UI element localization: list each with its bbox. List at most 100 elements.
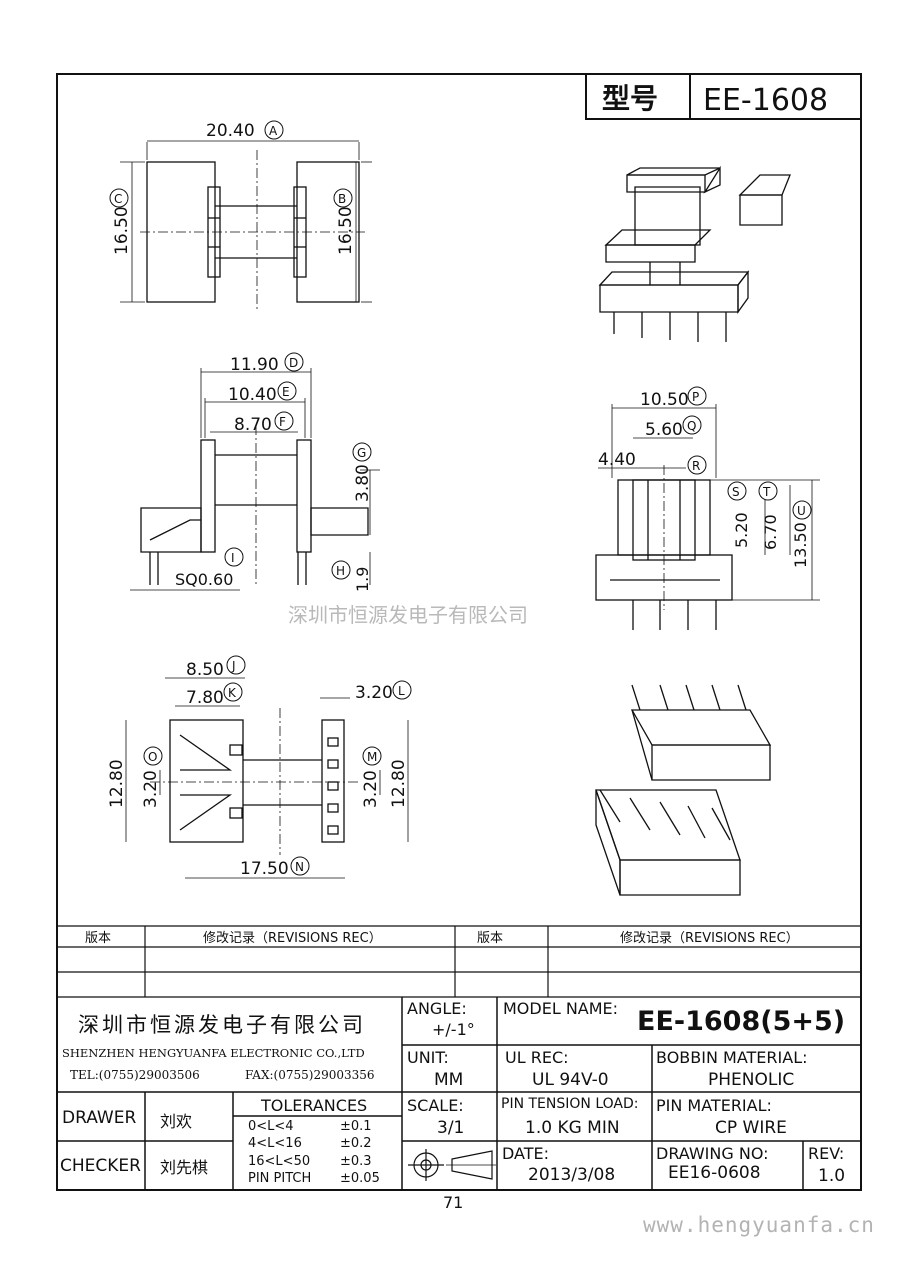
dim-h-marker <box>331 560 351 580</box>
dim-u-value: 13.50 <box>791 522 810 568</box>
tol-value-3: ±0.3 <box>340 1154 372 1169</box>
tolerances-label: TOLERANCES <box>261 1096 368 1115</box>
dim-a-marker <box>264 120 284 140</box>
date-label: DATE: <box>502 1144 550 1163</box>
dim-q-value: 5.60 <box>645 420 683 440</box>
bobbin-material-label: BOBBIN MATERIAL: <box>656 1048 808 1067</box>
model-header-value: EE-1608 <box>703 83 828 118</box>
tol-range-1: 0<L<4 <box>248 1119 294 1134</box>
watermark-text: 深圳市恒源发电子有限公司 <box>288 603 528 627</box>
checker-value: 刘先棋 <box>160 1158 209 1177</box>
dim-j-letter: J <box>231 659 236 673</box>
dim-q-letter: Q <box>687 419 696 433</box>
date-value: 2013/3/08 <box>528 1165 616 1185</box>
rev-value: 1.0 <box>818 1166 846 1186</box>
dim-b-marker <box>333 188 353 208</box>
dim-h-value: 1.9 <box>353 567 372 592</box>
dim-a-value: 20.40 <box>206 121 255 141</box>
dim-m2-value: 12.80 <box>389 759 409 808</box>
company-name-cn: 深圳市恒源发电子有限公司 <box>78 1013 366 1037</box>
dim-k-letter: K <box>228 686 237 700</box>
dim-e-value: 10.40 <box>228 385 277 405</box>
rev-col-version-1: 版本 <box>85 931 111 946</box>
pin-tension-value: 1.0 KG MIN <box>525 1118 620 1138</box>
dim-g-value: 3.80 <box>353 464 373 502</box>
company-name-en: SHENZHEN HENGYUANFA ELECTRONIC CO.,LTD <box>62 1046 365 1060</box>
tol-value-2: ±0.2 <box>340 1136 372 1151</box>
rev-col-record-1: 修改记录（REVISIONS REC） <box>203 931 382 946</box>
ul-rec-value: UL 94V-0 <box>532 1070 609 1090</box>
dim-p-marker <box>687 386 707 406</box>
top-view <box>120 140 372 310</box>
dim-u-marker <box>792 500 812 520</box>
dim-e-marker <box>277 381 297 401</box>
checker-label: CHECKER <box>60 1156 141 1176</box>
dim-sq-value: SQ0.60 <box>175 570 233 589</box>
rev-label: REV: <box>808 1144 845 1163</box>
dim-b-value: 16.50 <box>336 206 356 255</box>
dim-j-value: 8.50 <box>186 660 224 680</box>
model-header-box: 型号 EE-1608 <box>585 73 862 120</box>
company-tel: TEL:(0755)29003506 <box>70 1068 200 1082</box>
dim-p-value: 10.50 <box>640 390 689 410</box>
drawer-label: DRAWER <box>62 1108 137 1128</box>
dim-j-marker <box>226 655 246 675</box>
dim-s-letter: S <box>732 485 740 499</box>
dim-a-letter: A <box>269 124 278 138</box>
dim-k-value: 7.80 <box>186 688 224 708</box>
dim-i-marker <box>224 547 244 567</box>
angle-label: ANGLE: <box>407 999 467 1018</box>
unit-label: UNIT: <box>407 1048 449 1067</box>
rev-col-record-2: 修改记录（REVISIONS REC） <box>620 931 799 946</box>
company-fax: FAX:(0755)29003356 <box>245 1068 375 1082</box>
dim-f-letter: F <box>279 415 286 429</box>
angle-value: +/-1° <box>432 1020 475 1039</box>
projection-symbol-icon <box>408 1149 496 1181</box>
tol-value-4: ±0.05 <box>340 1171 380 1186</box>
bottom-view <box>125 677 409 879</box>
dim-d-marker <box>284 352 304 372</box>
dim-m-letter: M <box>367 750 377 764</box>
dim-r-value: 4.40 <box>598 450 636 470</box>
isometric-view-top <box>598 165 791 342</box>
dim-n-letter: N <box>295 860 304 874</box>
dim-m-marker <box>362 746 382 766</box>
dim-s-value: 5.20 <box>732 512 751 548</box>
tol-range-4: PIN PITCH <box>248 1171 312 1186</box>
model-name-value: EE-1608(5+5) <box>637 1006 846 1037</box>
dim-l-letter: L <box>398 684 405 698</box>
dim-b-letter: B <box>338 192 346 206</box>
model-name-label: MODEL NAME: <box>503 999 619 1018</box>
drawing-no-value: EE16-0608 <box>668 1163 761 1183</box>
dim-r-marker <box>687 455 707 475</box>
tol-range-3: 16<L<50 <box>248 1154 311 1169</box>
bobbin-material-value: PHENOLIC <box>708 1070 795 1090</box>
dim-g-letter: G <box>357 446 366 460</box>
front-view <box>595 404 820 630</box>
rev-col-version-2: 版本 <box>477 931 503 946</box>
dim-s-marker <box>727 481 747 501</box>
model-header-label: 型号 <box>602 82 658 115</box>
page-number: 71 <box>443 1193 464 1212</box>
isometric-view-bottom <box>595 684 772 896</box>
pin-material-label: PIN MATERIAL: <box>656 1096 772 1115</box>
title-block-grid <box>57 997 861 1190</box>
tol-range-2: 4<L<16 <box>248 1136 302 1151</box>
dim-o-marker <box>143 746 163 766</box>
dim-l-marker <box>392 680 412 700</box>
dim-r-letter: R <box>692 459 700 473</box>
pin-material-value: CP WIRE <box>715 1118 787 1138</box>
dim-o-value: 3.20 <box>141 770 161 808</box>
dim-f-marker <box>274 411 294 431</box>
side-view <box>130 368 380 591</box>
dim-m-value: 3.20 <box>361 770 381 808</box>
scale-value: 3/1 <box>437 1118 465 1138</box>
dim-t-letter: T <box>762 485 771 499</box>
dim-c-marker <box>109 188 129 208</box>
drawing-no-label: DRAWING NO: <box>656 1144 769 1163</box>
scale-label: SCALE: <box>407 1096 464 1115</box>
dim-k-marker <box>223 682 243 702</box>
dim-d-letter: D <box>289 356 298 370</box>
dim-t-marker <box>758 481 778 501</box>
